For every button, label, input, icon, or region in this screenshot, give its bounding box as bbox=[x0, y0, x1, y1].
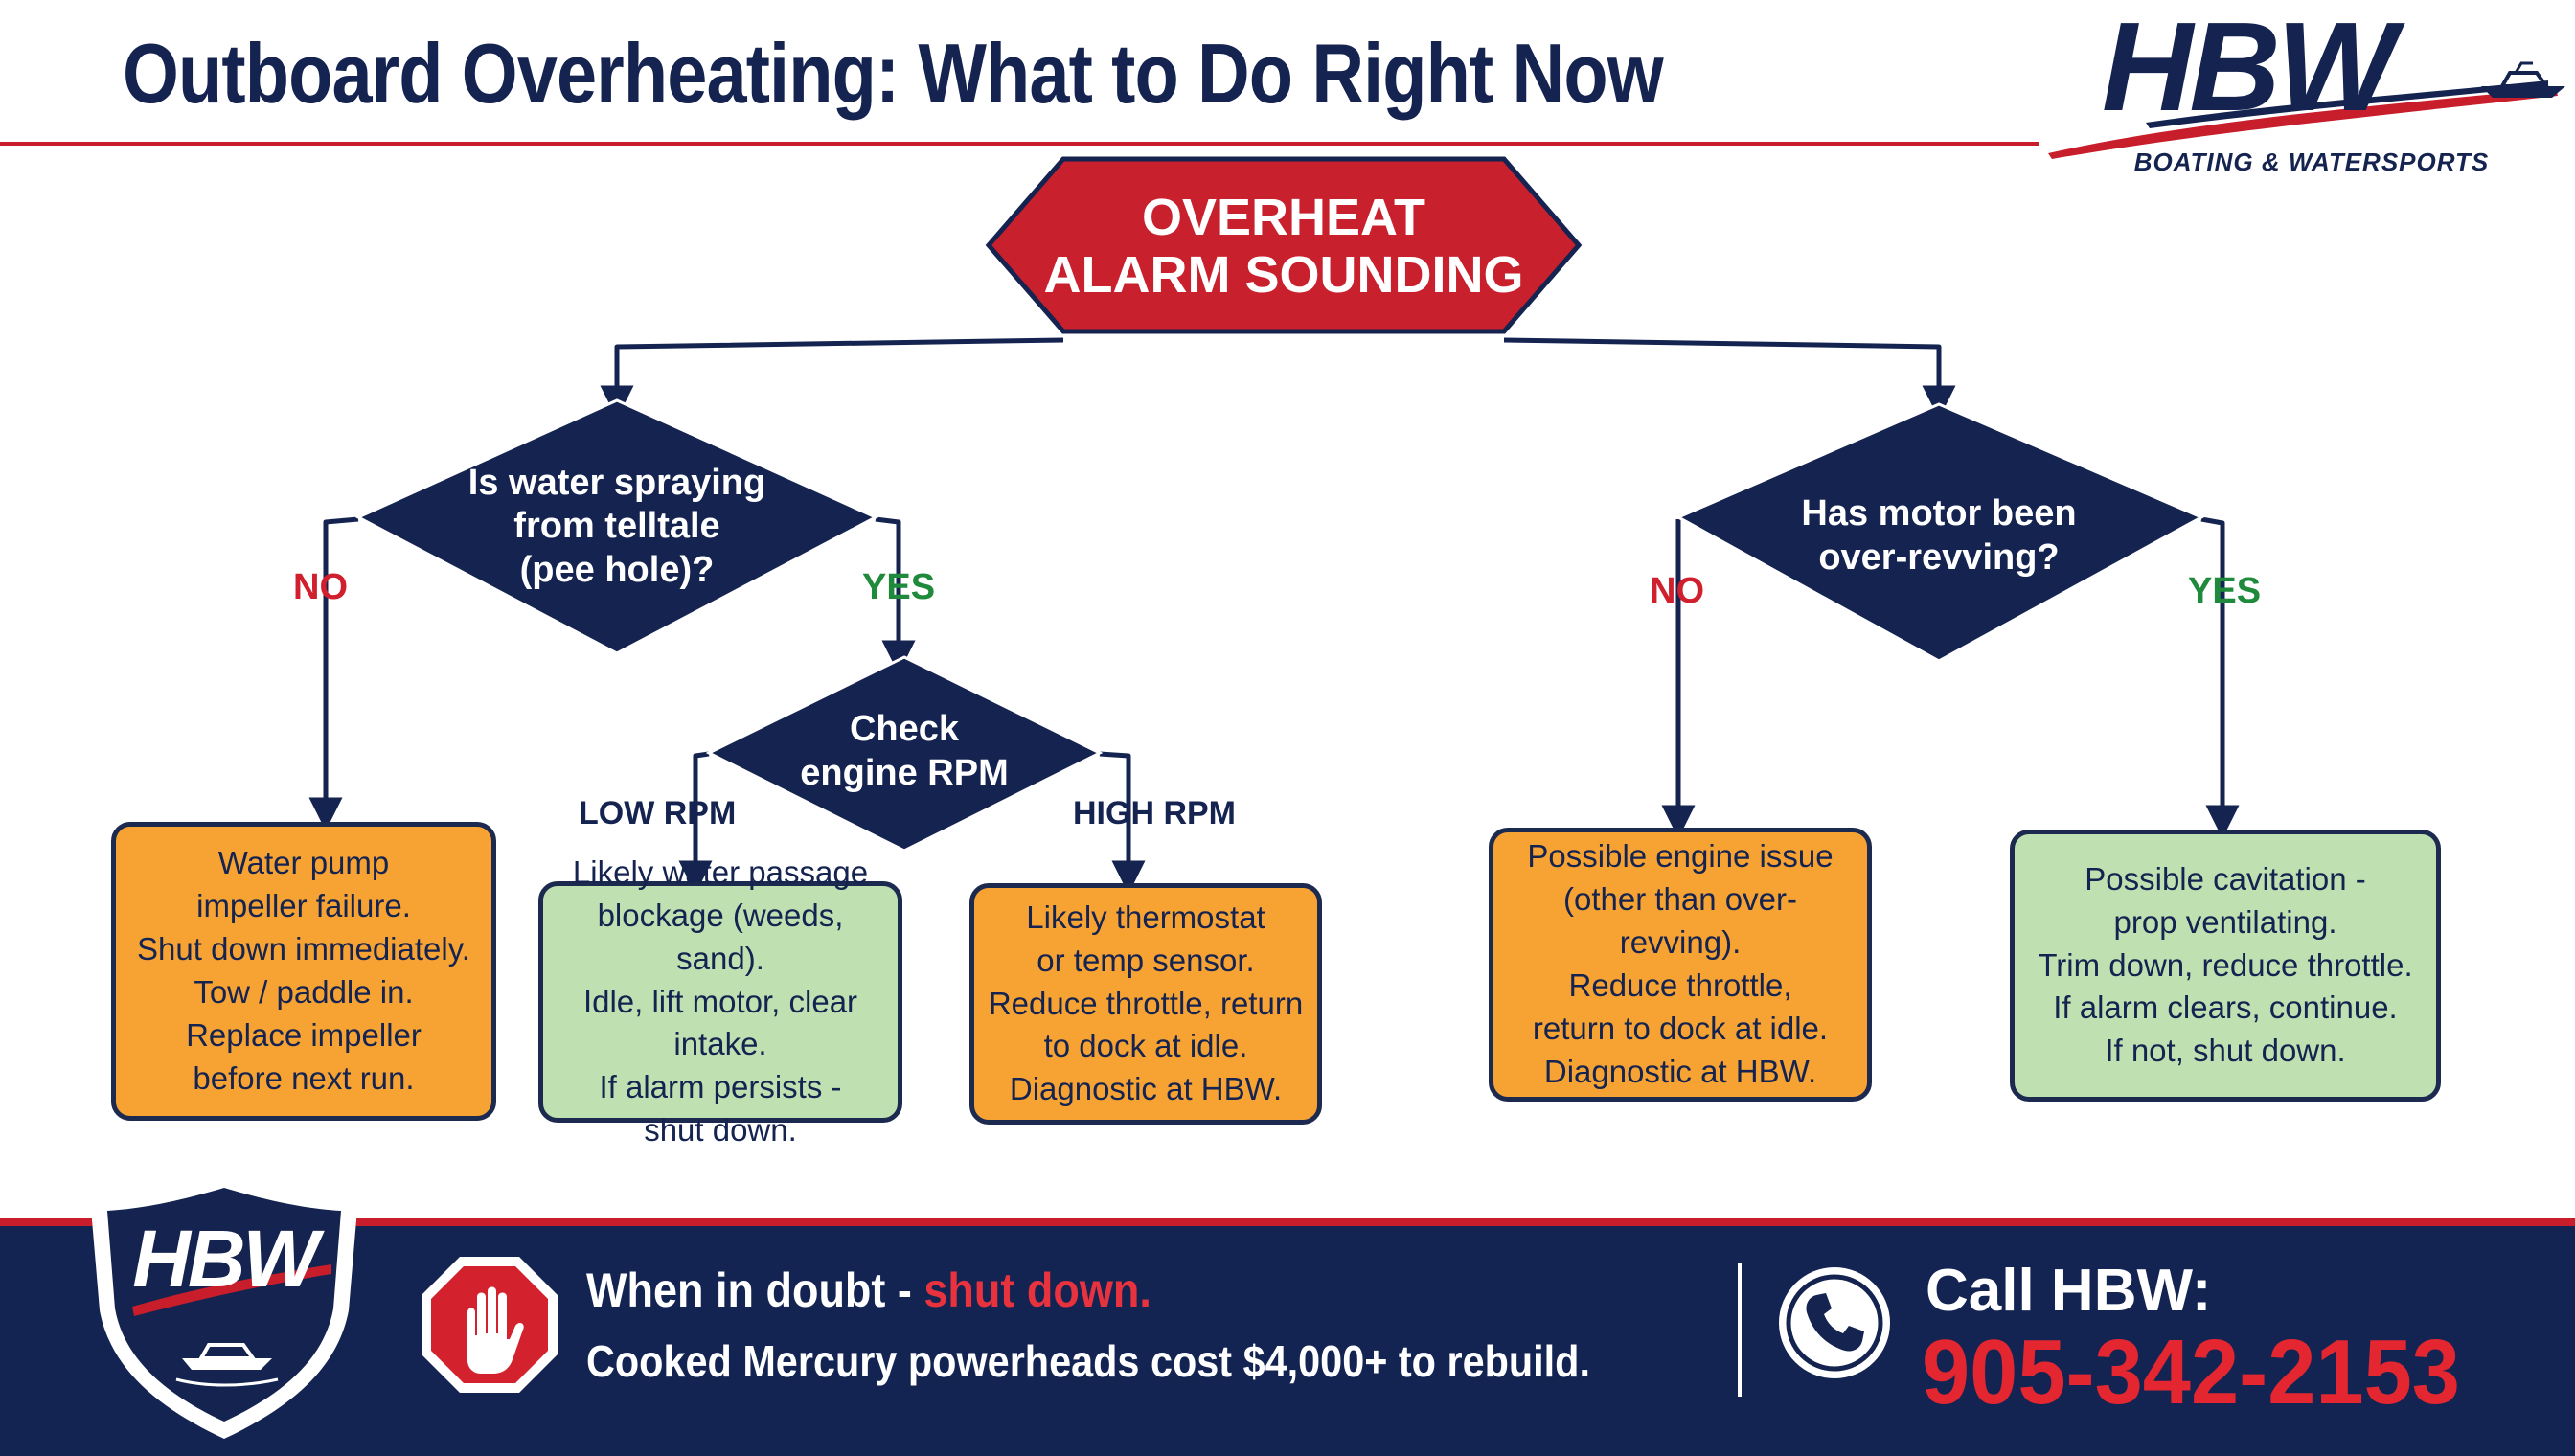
brand-logo: HBW BOATING & WATERSPORTS bbox=[2031, 0, 2575, 192]
decision-diamond-rpm bbox=[705, 655, 1104, 853]
connector-right-yes bbox=[2200, 516, 2240, 839]
left-no-label: NO bbox=[293, 567, 348, 607]
connector-left-no bbox=[308, 516, 359, 831]
shield-wordmark: HBW bbox=[132, 1214, 319, 1304]
connector-left-yes bbox=[875, 516, 916, 674]
start-hexagon bbox=[985, 156, 1583, 334]
footer-divider bbox=[1738, 1263, 1742, 1397]
high-rpm-label: HIGH RPM bbox=[1073, 795, 1236, 831]
stop-hand-icon bbox=[422, 1257, 558, 1393]
outcome-water-blockage: Likely water passage blockage (weeds, sa… bbox=[538, 854, 902, 1148]
outcome-thermostat: Likely thermostat or temp sensor. Reduce… bbox=[969, 883, 1322, 1125]
decision-diamond-left bbox=[354, 398, 879, 655]
connector-rpm-low bbox=[678, 751, 713, 895]
doubt-highlight: shut down. bbox=[923, 1263, 1151, 1317]
left-decision-label: Is water spraying from telltale (pee hol… bbox=[467, 462, 766, 590]
connector-rpm-high bbox=[1099, 751, 1146, 895]
rpm-decision-label: Check engine RPM bbox=[800, 709, 1009, 793]
logo-tagline: BOATING & WATERSPORTS bbox=[2133, 148, 2490, 176]
outcome-impeller-failure: Water pump impeller failure. Shut down i… bbox=[111, 822, 496, 1121]
phone-icon bbox=[1779, 1267, 1890, 1378]
boat-icon bbox=[2481, 61, 2565, 98]
doubt-message: When in doubt - shut down. bbox=[586, 1263, 1151, 1318]
outcome-engine-issue: Possible engine issue (other than over-r… bbox=[1489, 828, 1872, 1102]
right-no-label: NO bbox=[1650, 571, 1704, 611]
right-decision-label: Has motor been over-revving? bbox=[1801, 493, 2077, 578]
footer-top-rule bbox=[0, 1218, 2575, 1226]
logo-wordmark: HBW bbox=[2102, 0, 2396, 137]
doubt-prefix: When in doubt - bbox=[586, 1263, 924, 1317]
logo-swoosh bbox=[2048, 80, 2558, 159]
start-node-label: OVERHEAT ALARM SOUNDING bbox=[1043, 188, 1524, 304]
low-rpm-label: LOW RPM bbox=[579, 795, 737, 831]
title-underline bbox=[0, 142, 2039, 146]
call-label: Call HBW: bbox=[1926, 1258, 2212, 1324]
connector-start-right bbox=[1503, 337, 1956, 420]
page-title: Outboard Overheating: What to Do Right N… bbox=[123, 26, 1664, 121]
decision-diamond-right bbox=[1675, 402, 2205, 663]
outcome-cavitation: Possible cavitation - prop ventilating. … bbox=[2010, 830, 2441, 1102]
connector-start-left bbox=[600, 337, 1064, 420]
right-yes-label: YES bbox=[2188, 571, 2262, 611]
left-yes-label: YES bbox=[862, 567, 936, 607]
phone-number[interactable]: 905-342-2153 bbox=[1922, 1321, 2460, 1423]
shield-logo-icon: HBW bbox=[80, 1167, 368, 1445]
rebuild-cost-message: Cooked Mercury powerheads cost $4,000+ t… bbox=[586, 1336, 1590, 1386]
